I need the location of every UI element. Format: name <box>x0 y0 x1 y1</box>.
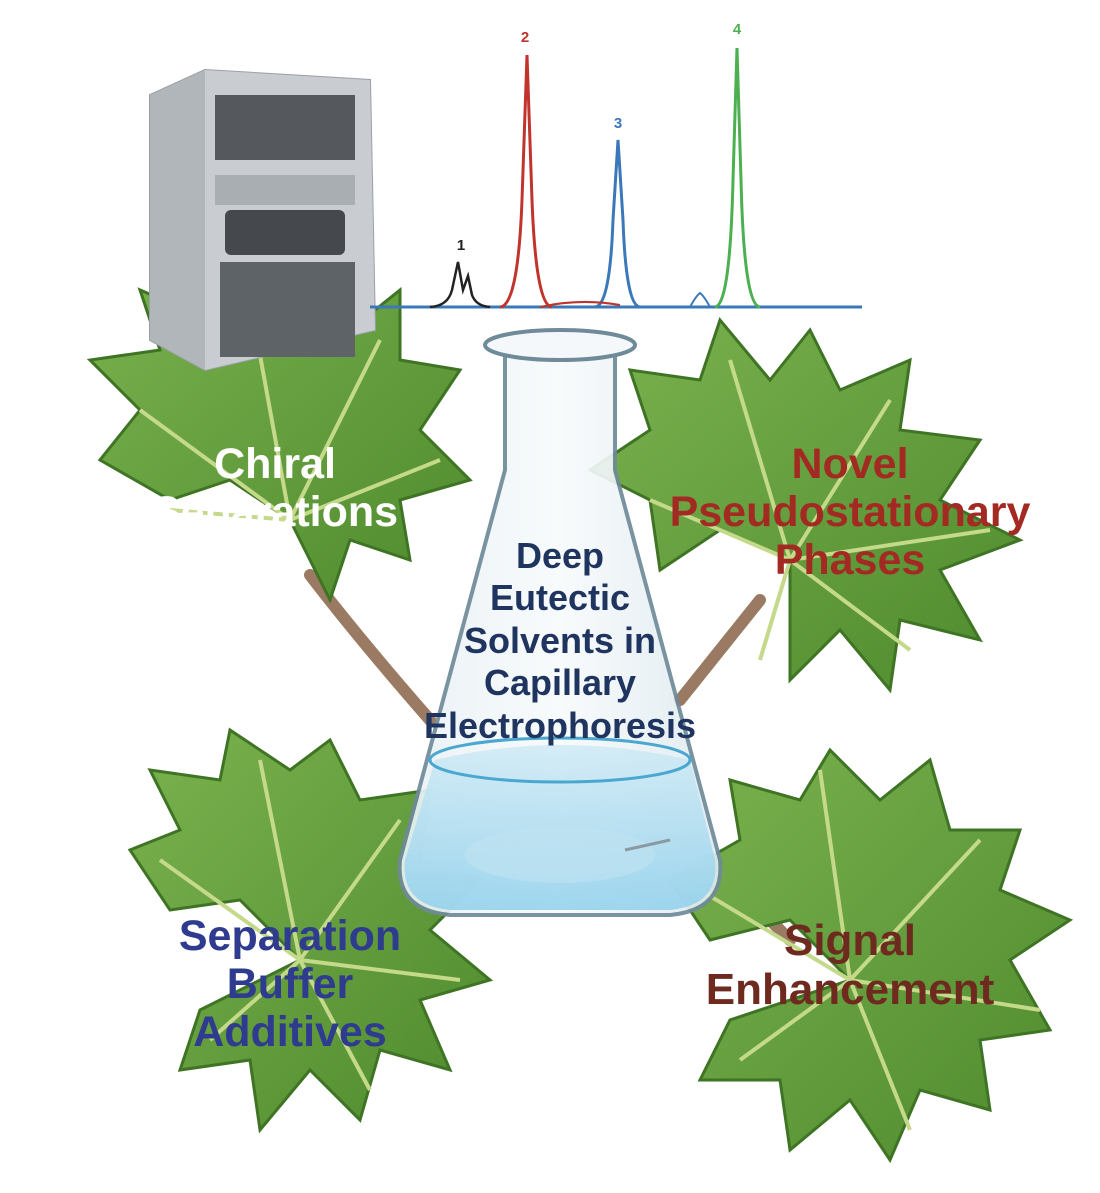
buffer-line-2: Buffer <box>226 960 354 1009</box>
peak-2 <box>499 54 553 309</box>
novel-line-1: Novel <box>791 440 909 488</box>
chiral-line-2: Separations <box>151 488 399 537</box>
novel-line-2: Pseudostationary <box>669 488 1031 537</box>
peak-2-label: 2 <box>521 29 529 46</box>
signal-line-1: Signal <box>783 916 917 965</box>
peak-1 <box>429 261 491 309</box>
peak-1-label: 1 <box>457 237 465 254</box>
buffer-line-3: Additives <box>193 1008 387 1057</box>
center-title-line-2: Eutectic <box>489 577 631 619</box>
chiral-line-1: Chiral <box>214 440 336 488</box>
novel-line-3: Phases <box>774 536 926 585</box>
erlenmeyer-flask-icon <box>397 328 723 917</box>
center-title-line-1: Deep <box>515 535 605 576</box>
center-title-line-5: Electrophoresis <box>423 704 697 746</box>
separation-buffer-additives-label: Separation Buffer Additives <box>140 912 440 1056</box>
peak-3 <box>594 139 641 309</box>
peak-4 <box>714 47 761 309</box>
signal-line-2: Enhancement <box>705 965 995 1015</box>
center-title-line-4: Capillary <box>483 662 637 704</box>
center-title: Deep Eutectic Solvents in Capillary Elec… <box>380 535 740 747</box>
signal-enhancement-label: Signal Enhancement <box>640 916 1060 1015</box>
novel-pseudostationary-phases-label: Novel Pseudostationary Phases <box>620 440 1080 584</box>
center-title-line-3: Solvents in <box>463 619 657 661</box>
buffer-line-1: Separation <box>178 912 402 960</box>
chiral-separations-label: Chiral Separations <box>120 440 430 536</box>
chromatogram: 1 2 3 4 <box>370 21 862 309</box>
ce-instrument-icon <box>149 68 377 372</box>
minor-peak <box>689 291 711 308</box>
grape-leaf-icon <box>667 747 1074 1164</box>
peak-3-label: 3 <box>614 115 622 132</box>
grape-leaf-icon <box>127 727 494 1134</box>
peak-4-label: 4 <box>733 21 742 38</box>
